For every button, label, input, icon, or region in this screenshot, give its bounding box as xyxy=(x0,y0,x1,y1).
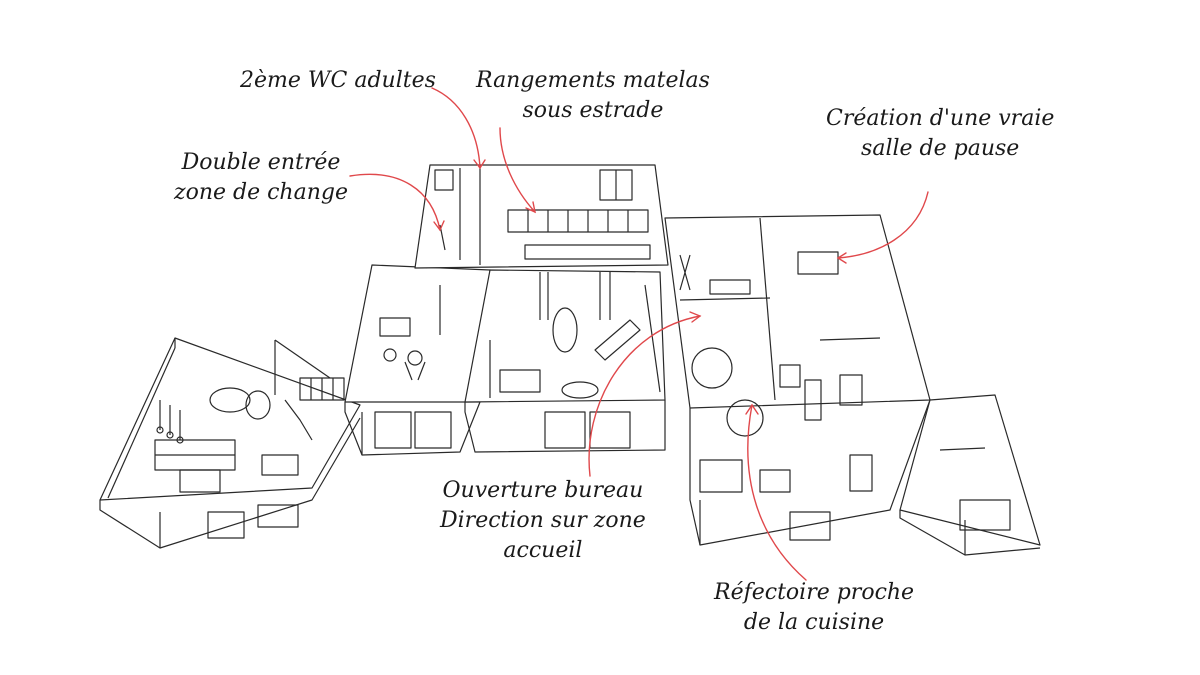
annotation-arrows xyxy=(349,87,929,581)
arrow-wc-head xyxy=(473,159,486,170)
label-ouverture-bureau: Ouverture bureau Direction sur zone accu… xyxy=(440,476,646,566)
label-line: Direction sur zone xyxy=(440,508,646,533)
label-line: Ouverture bureau xyxy=(442,478,644,503)
label-double-entree: Double entrée zone de change xyxy=(174,148,348,208)
arrow-double-entree-head xyxy=(433,220,445,232)
arrow-matelas xyxy=(499,127,536,213)
arrow-bureau xyxy=(588,315,701,477)
label-line: sous estrade xyxy=(522,98,664,123)
arrow-refectoire-head xyxy=(745,403,759,415)
label-line: Création d'une vraie xyxy=(826,106,1055,131)
label-refectoire: Réfectoire proche de la cuisine xyxy=(714,578,914,638)
arrow-pause xyxy=(837,191,929,259)
arrow-matelas-head xyxy=(525,201,536,214)
right-block xyxy=(664,214,931,546)
label-wc-adultes: 2ème WC adultes xyxy=(240,66,436,96)
label-line: salle de pause xyxy=(861,136,1020,161)
label-line: 2ème WC adultes xyxy=(240,68,436,93)
arrow-refectoire xyxy=(747,404,807,581)
left-wing-room xyxy=(99,337,361,549)
central-block xyxy=(344,264,666,456)
far-right-room xyxy=(899,394,1041,556)
label-line: Réfectoire proche xyxy=(714,580,915,605)
label-salle-pause: Création d'une vraie salle de pause xyxy=(826,104,1054,164)
arrow-double-entree xyxy=(349,173,441,231)
top-block xyxy=(414,164,669,269)
arrow-wc xyxy=(431,87,481,169)
label-line: zone de change xyxy=(174,180,348,205)
label-line: de la cuisine xyxy=(743,610,885,635)
arrow-pause-head xyxy=(836,252,847,264)
label-line: Double entrée xyxy=(181,150,341,175)
label-rangements-matelas: Rangements matelas sous estrade xyxy=(476,66,710,126)
arrow-bureau-head xyxy=(689,311,702,323)
label-line: accueil xyxy=(503,538,583,563)
label-line: Rangements matelas xyxy=(476,68,710,93)
